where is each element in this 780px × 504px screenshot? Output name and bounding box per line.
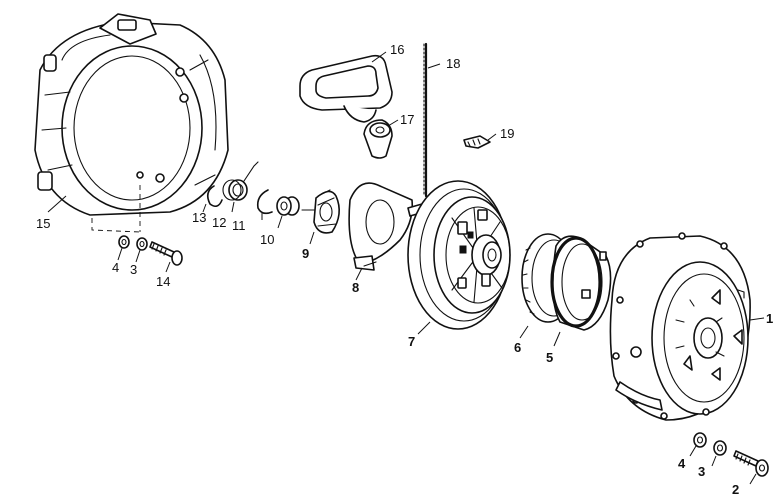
callout-14: 14 [156,274,170,289]
callout-5: 5 [546,350,553,365]
key-part-19 [463,133,497,149]
spring-part-12 [222,161,259,213]
handle-insert-part-17 [363,119,399,159]
starter-cover-part-1 [609,232,765,421]
callout-12: 12 [212,215,226,230]
callout-6: 6 [514,340,521,355]
washer-part-4-left [117,235,130,261]
handle-part-16 [299,51,393,123]
callout-17: 17 [400,112,414,127]
callout-4-left: 4 [112,260,119,275]
flywheel-housing-part-15 [34,13,229,233]
lock-washer-part-3-left [135,237,148,263]
callout-3-right: 3 [698,464,705,479]
callout-13: 13 [192,210,206,225]
washer-part-4-right [689,432,707,457]
bolt-part-14 [149,241,183,273]
callout-7: 7 [408,334,415,349]
callout-10: 10 [260,232,274,247]
callout-16: 16 [390,42,404,57]
callout-15: 15 [36,216,50,231]
callout-8: 8 [352,280,359,295]
pawl-part-9 [301,189,340,245]
callout-1: 1 [766,311,773,326]
lock-washer-part-3-right [711,440,727,467]
starter-rope-part-18 [423,42,441,198]
callout-11: 11 [232,218,246,233]
clip-part-11 [256,189,273,220]
callout-9: 9 [302,246,309,261]
circlip-part-13 [202,185,223,213]
callout-4-right: 4 [678,456,686,471]
callout-18: 18 [446,56,460,71]
callout-3-left: 3 [130,262,137,277]
callout-2: 2 [732,482,739,497]
callout-19: 19 [500,126,514,141]
pulley-part-7 [407,180,511,335]
bushing-part-10 [276,196,300,229]
bolt-part-2 [733,450,769,485]
spring-housing-part-5 [550,235,612,347]
